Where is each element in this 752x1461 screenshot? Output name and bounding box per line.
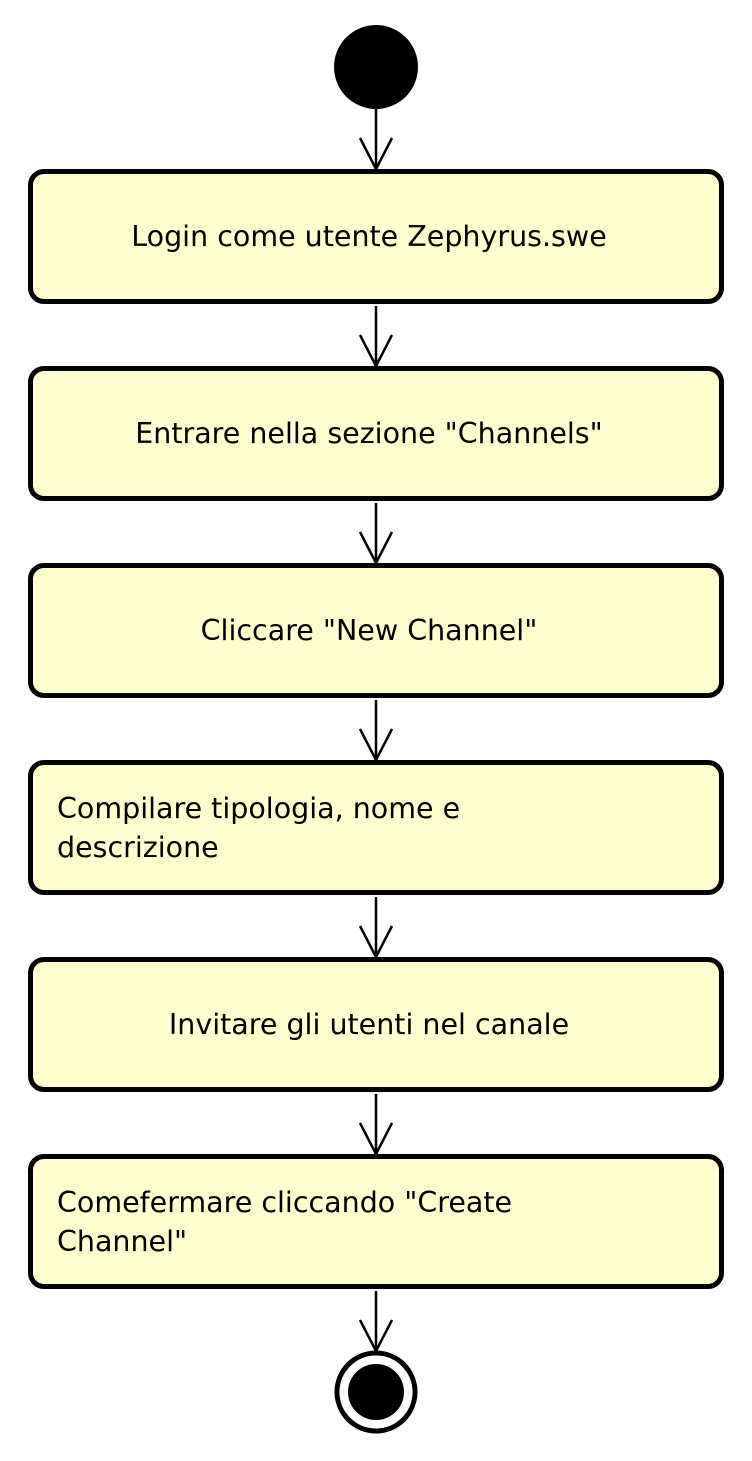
activity-label: Entrare nella sezione "Channels" bbox=[135, 417, 603, 450]
flow-arrow bbox=[358, 503, 394, 566]
activity-confirm-create: Comefermare cliccando "Create Channel" bbox=[28, 1154, 724, 1289]
activity-enter-channels: Entrare nella sezione "Channels" bbox=[28, 366, 724, 501]
flow-arrow bbox=[358, 306, 394, 369]
activity-label: Invitare gli utenti nel canale bbox=[168, 1008, 570, 1041]
flow-arrow bbox=[358, 1291, 394, 1354]
activity-fill-details: Compilare tipologia, nome e descrizione bbox=[28, 760, 724, 895]
flow-arrow bbox=[358, 1094, 394, 1157]
activity-login: Login come utente Zephyrus.swe bbox=[28, 169, 724, 304]
start-node bbox=[334, 25, 418, 109]
flow-arrow bbox=[358, 700, 394, 763]
activity-invite-users: Invitare gli utenti nel canale bbox=[28, 957, 724, 1092]
activity-label: Login come utente Zephyrus.swe bbox=[131, 220, 607, 253]
activity-label: Cliccare "New Channel" bbox=[200, 614, 538, 647]
flow-arrow bbox=[358, 897, 394, 960]
activity-label: Compilare tipologia, nome e descrizione bbox=[57, 791, 461, 864]
flow-arrow bbox=[358, 109, 394, 172]
end-node bbox=[334, 1350, 418, 1434]
activity-label: Comefermare cliccando "Create Channel" bbox=[57, 1185, 513, 1258]
activity-click-new-channel: Cliccare "New Channel" bbox=[28, 563, 724, 698]
